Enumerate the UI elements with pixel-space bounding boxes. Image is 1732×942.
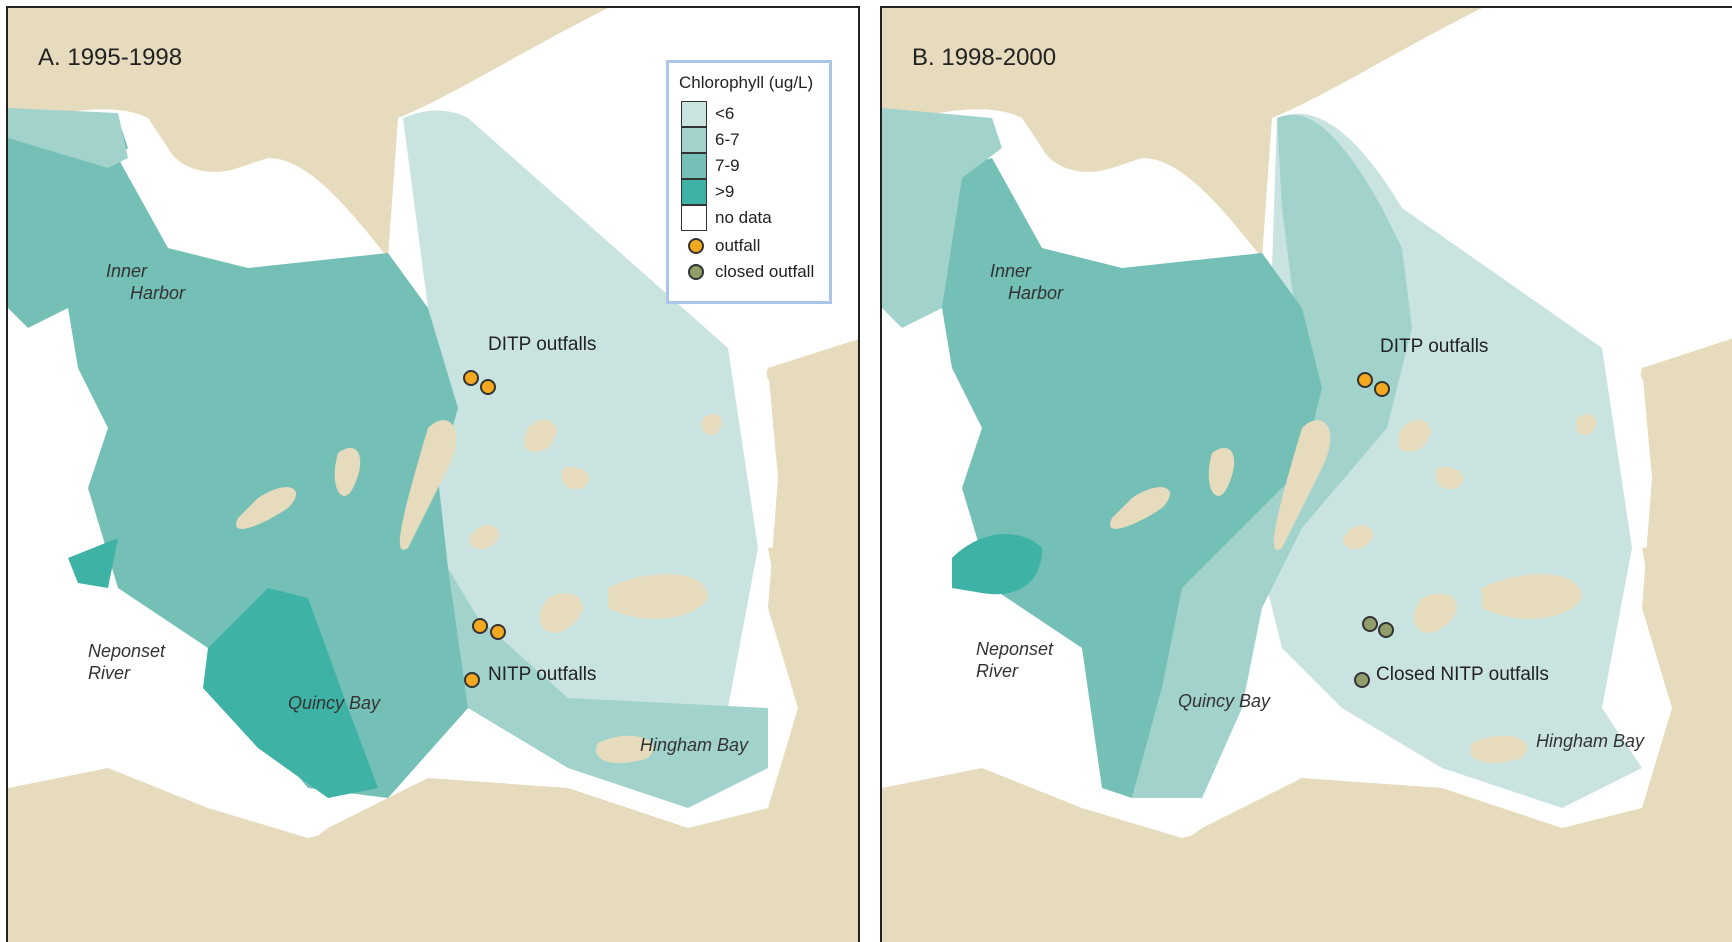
label-neponset-river: Neponset River bbox=[88, 640, 165, 684]
legend-label: 6-7 bbox=[715, 130, 740, 149]
label-inner-harbor-line1: Inner bbox=[990, 261, 1032, 281]
label-neponset-line1: Neponset bbox=[88, 641, 166, 661]
label-neponset-line1: Neponset bbox=[976, 639, 1054, 659]
outfall-marker bbox=[490, 624, 506, 640]
neponset-water bbox=[902, 581, 1042, 768]
legend-row: closed outfall bbox=[681, 259, 831, 285]
label-hingham-bay: Hingham Bay bbox=[1536, 731, 1645, 751]
outfall-marker bbox=[480, 379, 496, 395]
legend-label: >9 bbox=[715, 182, 735, 201]
label-inner-harbor: Inner Harbor bbox=[990, 260, 1063, 304]
label-neponset-line2: River bbox=[88, 663, 131, 683]
map-panel-b: B. 1998-2000 Inner Harbor Neponset River… bbox=[880, 6, 1732, 942]
neponset-water bbox=[28, 581, 168, 768]
legend-swatch bbox=[681, 179, 707, 205]
zone-6-7 bbox=[408, 308, 768, 808]
legend-label: closed outfall bbox=[715, 262, 815, 281]
legend-row: >9 bbox=[681, 179, 831, 205]
legend-swatch bbox=[681, 101, 707, 127]
label-neponset-river: Neponset River bbox=[976, 638, 1053, 682]
legend-label: 7-9 bbox=[715, 156, 740, 175]
legend-swatch bbox=[681, 127, 707, 153]
label-inner-harbor-line1: Inner bbox=[106, 261, 148, 281]
south-shore-land bbox=[8, 768, 858, 942]
panel-title: A. 1995-1998 bbox=[38, 44, 183, 71]
outfall-marker bbox=[1357, 372, 1373, 388]
label-ditp-outfalls: DITP outfalls bbox=[1380, 336, 1489, 357]
islands bbox=[1110, 366, 1669, 763]
label-nitp-outfalls: NITP outfalls bbox=[488, 664, 597, 685]
map-panel-a: A. 1995-1998 Inner Harbor Neponset River… bbox=[6, 6, 860, 942]
legend-title: Chlorophyll (ug/L) bbox=[679, 73, 814, 92]
closed-outfall-marker bbox=[1362, 616, 1378, 632]
legend-row: 7-9 bbox=[681, 153, 831, 179]
legend-label: <6 bbox=[715, 104, 735, 123]
outfall-marker bbox=[472, 618, 488, 634]
east-shore-land bbox=[1642, 538, 1732, 808]
label-inner-harbor-line2: Harbor bbox=[130, 283, 186, 303]
legend-swatch bbox=[681, 205, 707, 231]
zone-7-9 bbox=[28, 158, 468, 798]
legend-label: outfall bbox=[715, 236, 761, 255]
map-b-svg bbox=[882, 8, 1732, 942]
east-shore-land bbox=[768, 538, 858, 807]
legend-row: outfall bbox=[681, 233, 831, 259]
label-closed-nitp-outfalls: Closed NITP outfalls bbox=[1376, 664, 1549, 685]
label-ditp-outfalls: DITP outfalls bbox=[488, 334, 597, 355]
closed-outfall-marker bbox=[1378, 622, 1394, 638]
zone-7-9 bbox=[902, 158, 1322, 798]
closed-outfall-marker-icon bbox=[688, 264, 704, 280]
islands bbox=[236, 366, 795, 763]
label-quincy-bay: Quincy Bay bbox=[288, 693, 381, 713]
inner-harbor-channel bbox=[882, 108, 1002, 328]
zone-gt9-neponset bbox=[68, 538, 118, 588]
outfall-marker bbox=[1374, 381, 1390, 397]
label-hingham-bay: Hingham Bay bbox=[640, 735, 749, 755]
panel-title: B. 1998-2000 bbox=[912, 44, 1057, 71]
zone-gt9-neponset bbox=[952, 534, 1042, 595]
label-inner-harbor: Inner Harbor bbox=[106, 260, 185, 304]
inner-harbor-upper bbox=[8, 108, 128, 168]
outfall-marker-icon bbox=[688, 238, 704, 254]
outfall-marker bbox=[463, 370, 479, 386]
closed-outfall-marker bbox=[1354, 672, 1370, 688]
label-inner-harbor-line2: Harbor bbox=[1008, 283, 1064, 303]
label-neponset-line2: River bbox=[976, 661, 1019, 681]
zone-lt6 bbox=[403, 110, 758, 708]
legend-row: 6-7 bbox=[681, 127, 831, 153]
south-shore-land bbox=[882, 768, 1732, 942]
outfall-marker bbox=[464, 672, 480, 688]
zone-gt9-quincy bbox=[203, 588, 378, 798]
legend: Chlorophyll (ug/L) <6 6-7 7-9 >9 no data bbox=[666, 60, 832, 304]
legend-row: no data bbox=[681, 205, 831, 231]
legend-swatch bbox=[681, 153, 707, 179]
label-quincy-bay: Quincy Bay bbox=[1178, 691, 1271, 711]
legend-label: no data bbox=[715, 208, 772, 227]
legend-row: <6 bbox=[681, 101, 831, 127]
